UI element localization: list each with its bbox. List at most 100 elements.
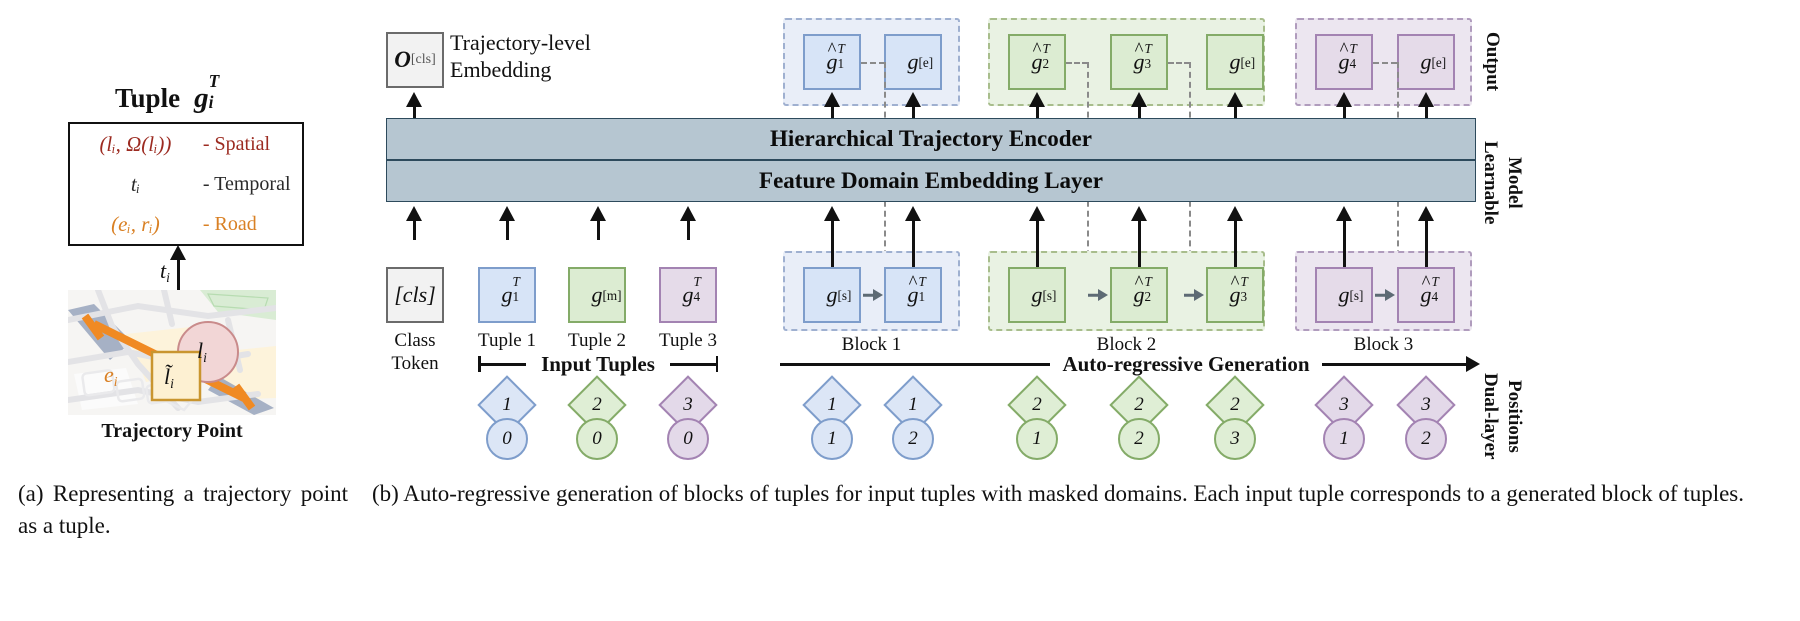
tuple-row-road-math: (eᵢ, rᵢ) (111, 211, 160, 236)
map-label-edge: ei (104, 362, 118, 390)
side-label-learnable-model-line2: Model (1503, 157, 1525, 209)
in-arrow-head-b1a (824, 206, 840, 221)
caption-block-2: Block 2 (1096, 334, 1157, 355)
position-circle-b2-2: 2 (1118, 418, 1160, 460)
output-cls-description: Trajectory-level Embedding (450, 30, 591, 82)
caption-tuple-1: Tuple 1 (478, 330, 536, 351)
tuple-row-temporal: tᵢ - Temporal (70, 164, 302, 204)
out-arrow-head-5 (1227, 92, 1243, 107)
map-thumbnail: ei li l̃i (68, 290, 276, 415)
out-arrow-line-5 (1234, 104, 1237, 118)
position-diamond-b3-2: 3 (1396, 375, 1456, 435)
seq-arrow-b2-1 (1088, 288, 1108, 302)
position-circle-tuple-2: 0 (576, 418, 618, 460)
side-label-dual-layer: Dual-layer (1479, 372, 1501, 460)
map-thumbnail-graphic (68, 290, 276, 415)
in-arrow-line-b3a (1343, 218, 1346, 267)
position-circle-b1-2: 2 (892, 418, 934, 460)
caption-b: (b) Auto-regressive generation of blocks… (372, 481, 1744, 506)
caption-class-token: Class Token (391, 330, 439, 374)
in-arrow-line-b2b (1138, 218, 1141, 267)
feedback-dash-h-3 (1168, 62, 1190, 64)
caption-tuple-2: Tuple 2 (568, 330, 626, 351)
out-arrow-head-6 (1336, 92, 1352, 107)
tuple-box: (lᵢ, Ω(lᵢ)) - Spatial tᵢ - Temporal (eᵢ,… (68, 122, 304, 246)
map-label-projected-location: l̃i (164, 364, 174, 392)
feedback-dash-h-2 (1066, 62, 1088, 64)
in-arrow-head-b3a (1336, 206, 1352, 221)
side-label-output: Output (1481, 32, 1503, 92)
in-arrow-head-b1b (905, 206, 921, 221)
node-output-cls: O[cls] (386, 32, 444, 88)
in-node-b1-gs: g[s] (803, 267, 861, 323)
caption-a: (a) Representing a trajectory point as a… (18, 481, 348, 538)
position-diamond-b2-1: 2 (1007, 375, 1067, 435)
in-node-b2-gs: g[s] (1008, 267, 1066, 323)
map-caption-trajectory-point: Trajectory Point (101, 420, 243, 442)
position-diamond-b1-2: 1 (883, 375, 943, 435)
in-arrow-line-t3 (687, 218, 690, 240)
cls-output-arrow-line (413, 104, 416, 118)
in-node-tuple-2: g[m] (568, 267, 626, 323)
map-to-tuple-arrow-line (177, 258, 180, 298)
cls-output-arrow-head (406, 92, 422, 107)
out-node-ge-1: g[e] (884, 34, 942, 90)
position-circle-tuple-1: 0 (486, 418, 528, 460)
map-label-location: li (197, 338, 207, 366)
in-arrow-line-t2 (597, 218, 600, 240)
seq-arrow-b3 (1375, 288, 1395, 302)
out-node-ge-2: g[e] (1206, 34, 1264, 90)
in-arrow-line-t1 (506, 218, 509, 240)
caption-tuple-3: Tuple 3 (659, 330, 717, 351)
tuple-row-spatial-math: (lᵢ, Ω(lᵢ)) (99, 131, 172, 156)
in-arrow-line-b1a (831, 218, 834, 267)
tuple-row-road-label: - Road (202, 212, 257, 235)
position-circle-b3-2: 2 (1405, 418, 1447, 460)
in-arrow-line-b2c (1234, 218, 1237, 267)
tuple-row-temporal-math: tᵢ (130, 171, 141, 196)
out-arrow-head-4 (1131, 92, 1147, 107)
in-arrow-head-b2c (1227, 206, 1243, 221)
side-label-learnable-model: Learnable (1479, 141, 1501, 225)
in-node-b3-gs: g[s] (1315, 267, 1373, 323)
position-diamond-tuple-2: 2 (567, 375, 627, 435)
seq-arrow-b1 (863, 288, 883, 302)
position-circle-b2-3: 3 (1214, 418, 1256, 460)
position-circle-b2-1: 1 (1016, 418, 1058, 460)
in-arrow-head-b3b (1418, 206, 1434, 221)
out-arrow-line-2 (912, 104, 915, 118)
in-arrow-line-b2a (1036, 218, 1039, 267)
side-label-positions: Positions (1503, 379, 1525, 453)
out-arrow-line-3 (1036, 104, 1039, 118)
position-diamond-tuple-3: 3 (658, 375, 718, 435)
in-arrow-head-cls (406, 206, 422, 221)
tuple-row-temporal-label: - Temporal (202, 172, 291, 195)
out-arrow-head-1 (824, 92, 840, 107)
autoregressive-range-arrow: Auto-regressive Generation (780, 352, 1480, 376)
out-arrow-line-6 (1343, 104, 1346, 118)
tuple-row-spatial-label: - Spatial (202, 132, 271, 155)
seq-arrow-b2-2 (1184, 288, 1204, 302)
in-node-cls: [cls] (386, 267, 444, 323)
caption-block-1: Block 1 (841, 334, 902, 355)
position-diamond-b2-3: 2 (1205, 375, 1265, 435)
caption-block-3: Block 3 (1353, 334, 1414, 355)
in-arrow-line-b3b (1425, 218, 1428, 267)
position-diamond-b3-1: 3 (1314, 375, 1374, 435)
out-node-ge-3: g[e] (1397, 34, 1455, 90)
feedback-dash-h-4 (1373, 62, 1397, 64)
in-arrow-line-cls (413, 218, 416, 240)
input-tuples-range-bar: Input Tuples (478, 352, 718, 376)
